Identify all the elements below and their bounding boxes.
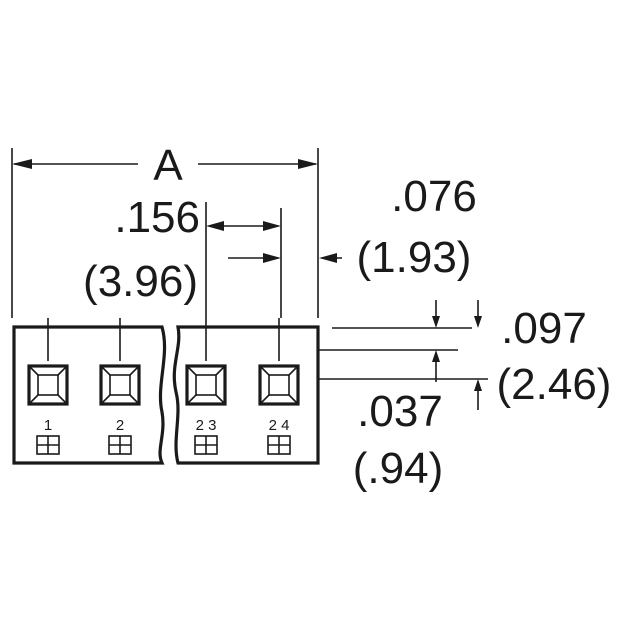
terminal-bevel-line <box>259 394 270 405</box>
pitch-arrow-right-2 <box>263 253 281 263</box>
pin-group: 1 2 2 3 2 4 <box>27 318 300 455</box>
edge-arrow <box>319 253 337 263</box>
height-arrow-top-2 <box>474 316 482 328</box>
pin-number-label: 1 <box>44 417 52 434</box>
pitch-arrow-left <box>206 221 224 231</box>
edge-mm-label: (1.93) <box>357 233 472 282</box>
height-arrow-bottom <box>474 379 482 391</box>
terminal-bevel-line <box>100 365 111 376</box>
dimension-a-label: A <box>153 141 183 190</box>
terminal-bevel-line <box>215 365 226 376</box>
pin-number-label: 2 3 <box>196 417 217 434</box>
connector-body-left <box>12 325 167 465</box>
pin-3: 2 3 <box>185 318 227 455</box>
terminal-bevel-line <box>288 394 299 405</box>
terminal-inner-square <box>37 374 59 396</box>
terminal-bevel-line <box>57 365 68 376</box>
terminal-inner-square <box>109 374 131 396</box>
offset-mm-label: (.94) <box>353 444 443 493</box>
terminal-bevel-line <box>186 394 197 405</box>
offset-arrow <box>432 350 440 362</box>
pin-2: 2 <box>99 318 141 455</box>
terminal-bevel-line <box>288 365 299 376</box>
pitch-arrow-right-1 <box>263 221 281 231</box>
terminal-bevel-line <box>57 394 68 405</box>
pin-number-label: 2 <box>116 417 124 434</box>
terminal-outer-square <box>258 364 300 406</box>
terminal-outer-square <box>27 364 69 406</box>
height-mm-label: (2.46) <box>497 360 612 409</box>
terminal-bevel-line <box>129 365 140 376</box>
terminal-bevel-line <box>28 365 39 376</box>
height-arrow-top <box>432 316 440 328</box>
arrow-a-left <box>12 159 32 169</box>
pin-4: 2 4 <box>258 318 300 455</box>
terminal-bevel-line <box>100 394 111 405</box>
connector-body-right <box>172 325 320 465</box>
terminal-outer-square <box>99 364 141 406</box>
terminal-inner-square <box>268 374 290 396</box>
terminal-bevel-line <box>215 394 226 405</box>
terminal-bevel-line <box>28 394 39 405</box>
pin-1: 1 <box>27 318 69 455</box>
terminal-inner-square <box>195 374 217 396</box>
terminal-bevel-line <box>259 365 270 376</box>
height-inch-label: .097 <box>501 304 587 353</box>
terminal-bevel-line <box>186 365 197 376</box>
terminal-bevel-line <box>129 394 140 405</box>
terminal-outer-square <box>185 364 227 406</box>
edge-inch-label: .076 <box>391 172 477 221</box>
pitch-mm-label: (3.96) <box>83 257 198 306</box>
arrow-a-right <box>298 159 318 169</box>
offset-inch-label: .037 <box>357 387 443 436</box>
pin-number-label: 2 4 <box>269 417 290 434</box>
pitch-inch-label: .156 <box>114 193 200 242</box>
